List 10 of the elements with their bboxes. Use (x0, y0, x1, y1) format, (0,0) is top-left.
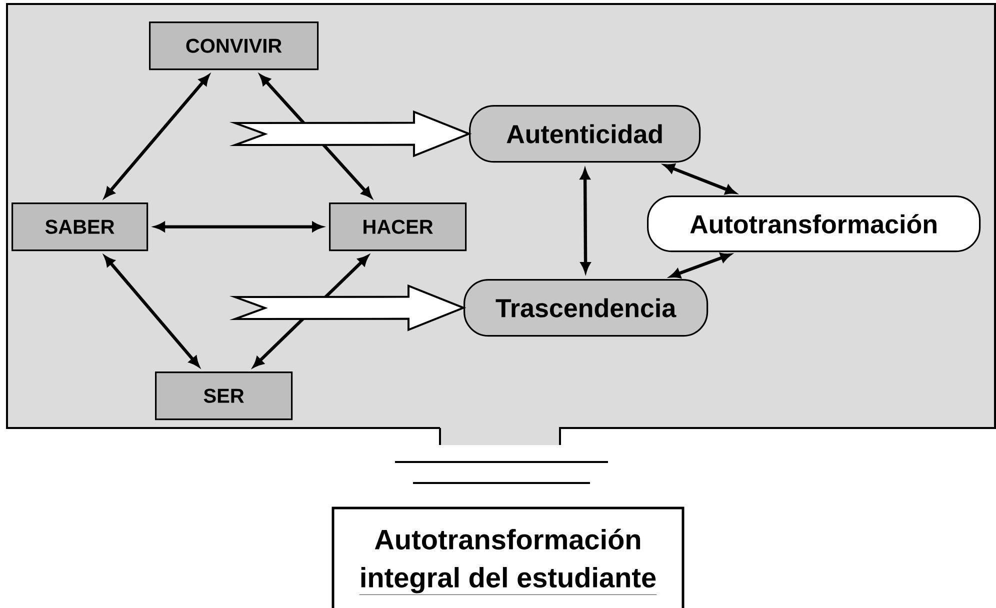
concept-box: HACER (329, 202, 467, 252)
rounded-box: Autenticidad (469, 105, 701, 163)
concept-box: SER (155, 372, 293, 420)
rounded-box: Trascendencia (464, 279, 708, 337)
double-arrow (104, 256, 200, 367)
concept-box: SABER (12, 202, 148, 252)
rounded-box: Autotransformación (647, 196, 981, 252)
double-arrow (104, 74, 210, 198)
concept-box: CONVIVIR (149, 22, 319, 70)
result-box: Autotransformación integral del estudiante (332, 506, 684, 608)
